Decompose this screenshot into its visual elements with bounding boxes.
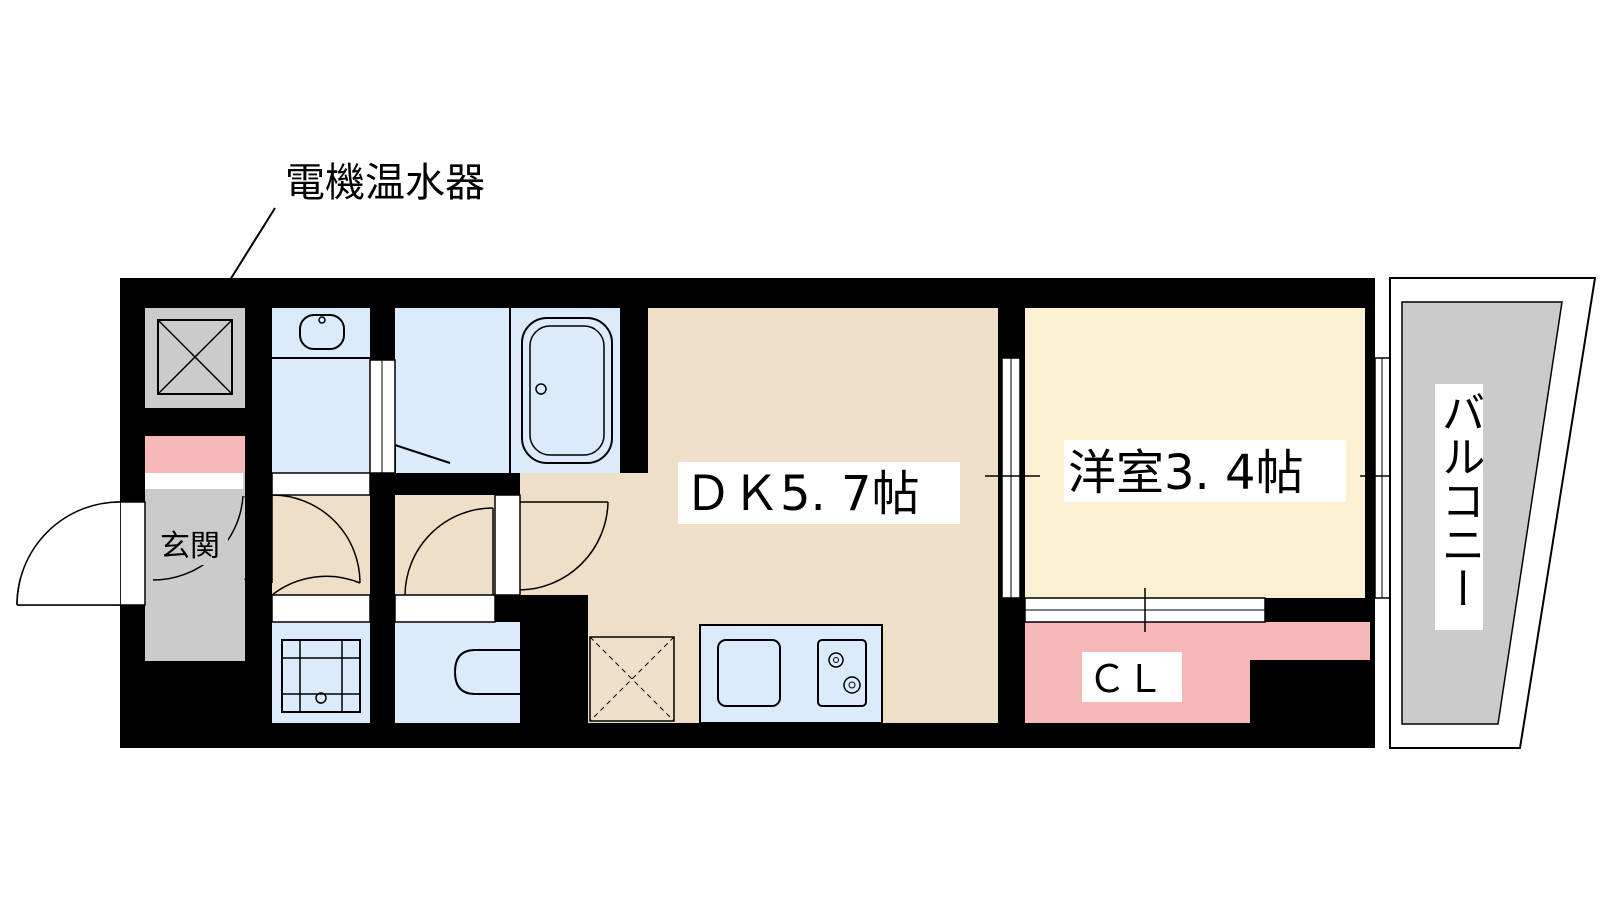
- bathroom: [395, 308, 620, 473]
- closet-label: ＣＬ: [1088, 657, 1164, 701]
- stove-icon: [817, 639, 867, 707]
- balcony-label: バルコニー: [1434, 390, 1485, 610]
- western-room-label: 洋室3. 4帖: [1068, 445, 1304, 501]
- sink-icon: [299, 314, 345, 350]
- washroom: [272, 308, 370, 473]
- entrance-label: 玄関: [160, 529, 220, 564]
- bathtub-icon: [521, 317, 613, 464]
- shoe-box: [145, 436, 245, 473]
- kitchen-sink-icon: [717, 639, 781, 707]
- water-heater-label: 電機温水器: [285, 160, 485, 206]
- washer-room: [272, 622, 370, 723]
- heater-leader-line: [229, 207, 276, 281]
- storage-x-icon: [589, 636, 675, 722]
- entrance-floor: [145, 473, 245, 661]
- water-heater-icon: [157, 319, 233, 395]
- dk-label: ＤＫ5. 7帖: [684, 466, 920, 522]
- washer-pan-icon: [281, 639, 361, 713]
